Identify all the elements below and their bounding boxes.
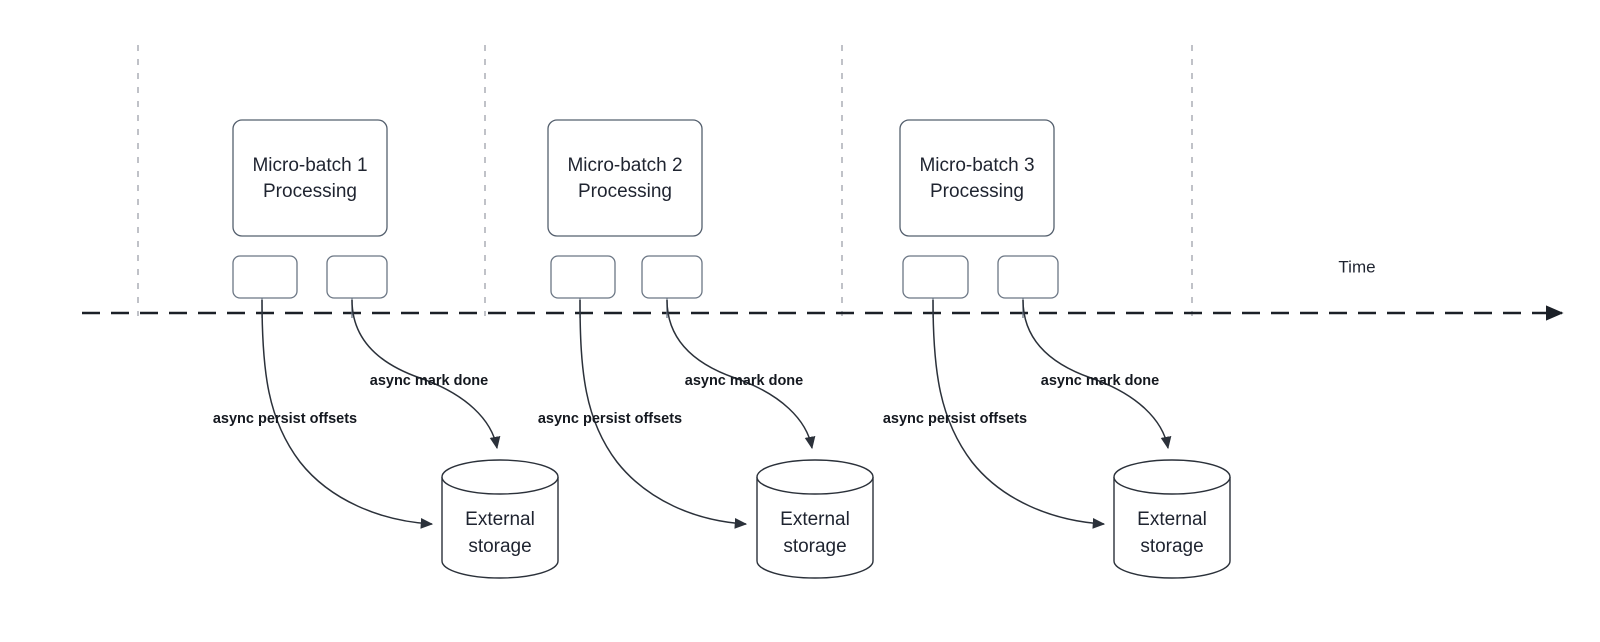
microbatch-1-mark-done-arrow (351, 299, 501, 450)
microbatch-1-persist-task-box[interactable] (232, 255, 298, 299)
microbatch-3-markdone-task-box[interactable] (997, 255, 1059, 299)
microbatch-1-external-storage-cylinder[interactable]: External storage (441, 459, 559, 579)
microbatch-2-mark-done-arrow (666, 299, 816, 450)
microbatch-1-markdone-task-box[interactable] (326, 255, 388, 299)
microbatch-2-persist-task-box[interactable] (550, 255, 616, 299)
microbatch-3-process-label-line2: Processing (930, 181, 1024, 202)
microbatch-3-storage-label-line2: storage (1140, 536, 1203, 557)
group-2-microbatch: Micro-batch 2 Processing async persist o… (538, 119, 874, 579)
microbatch-2-external-storage-cylinder[interactable]: External storage (756, 459, 874, 579)
microbatch-1-process-label-line1: Micro-batch 1 (252, 155, 367, 176)
microbatch-1-storage-label-line2: storage (468, 536, 531, 557)
microbatch-1-process-box[interactable] (232, 119, 388, 237)
microbatch-2-persist-offsets-arrow (579, 299, 748, 529)
microbatch-3-process-box[interactable] (899, 119, 1055, 237)
timeline-tick-lines (137, 45, 1193, 316)
microbatch-1-process-label-line2: Processing (263, 181, 357, 202)
microbatch-2-persist-offsets-label: async persist offsets (538, 411, 682, 427)
microbatch-2-process-box[interactable] (547, 119, 703, 237)
microbatch-1-persist-offsets-label: async persist offsets (213, 411, 357, 427)
microbatch-1-persist-offsets-arrow (261, 299, 434, 529)
microbatch-3-persist-offsets-arrow (932, 299, 1106, 529)
microbatch-2-markdone-task-box[interactable] (641, 255, 703, 299)
microbatch-2-storage-label-line2: storage (783, 536, 846, 557)
microbatch-3-mark-done-arrow (1022, 299, 1172, 450)
microbatch-3-process-label-line1: Micro-batch 3 (919, 155, 1034, 176)
microbatch-1-storage-label-line1: External (465, 509, 535, 530)
microbatch-2-process-label-line1: Micro-batch 2 (567, 155, 682, 176)
microbatch-3-external-storage-cylinder[interactable]: External storage (1113, 459, 1231, 579)
timeline-axis-label: Time (1338, 257, 1375, 276)
microbatch-2-storage-label-line1: External (780, 509, 850, 530)
microbatch-2-mark-done-label: async mark done (685, 373, 803, 389)
microbatch-2-process-label-line2: Processing (578, 181, 672, 202)
microbatch-3-persist-offsets-label: async persist offsets (883, 411, 1027, 427)
microbatch-3-persist-task-box[interactable] (902, 255, 969, 299)
microbatch-3-storage-label-line1: External (1137, 509, 1207, 530)
microbatch-1-mark-done-label: async mark done (370, 373, 488, 389)
microbatch-3-mark-done-label: async mark done (1041, 373, 1159, 389)
group-3-microbatch: Micro-batch 3 Processing async persist o… (883, 119, 1231, 579)
group-1-microbatch: Micro-batch 1 Processing async persist o… (213, 119, 559, 579)
